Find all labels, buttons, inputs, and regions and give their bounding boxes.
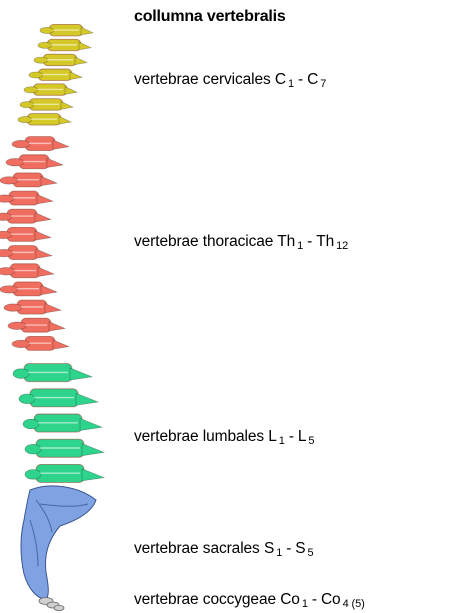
thoracic-vertebra-3	[0, 173, 57, 187]
thoracic-vertebra-12	[12, 336, 69, 350]
lumbar-vertebra-5	[25, 464, 104, 482]
thoracic-vertebra-9	[0, 282, 57, 296]
lumbar-vertebra-4	[25, 439, 104, 457]
lumbar-vertebra-2	[19, 389, 98, 407]
lumbar-vertebra-1	[13, 364, 92, 382]
thoracic-vertebra-2	[6, 155, 63, 169]
cervical-vertebra-4	[29, 69, 82, 80]
spine-illustration	[0, 0, 130, 613]
cervical-vertebra-6	[20, 99, 73, 110]
lumbar-vertebrae	[13, 364, 104, 483]
thoracic-vertebra-10	[4, 300, 61, 314]
thoracic-vertebra-11	[8, 318, 65, 332]
cervical-vertebra-5	[24, 84, 77, 95]
diagram-title: collumna vertebralis	[134, 8, 286, 26]
thoracic-vertebra-7	[0, 246, 52, 260]
sacrum	[21, 486, 96, 600]
thoracic-vertebra-6	[0, 227, 51, 241]
cervical-vertebrae	[18, 24, 93, 125]
thoracic-vertebra-8	[0, 264, 54, 278]
cervical-vertebra-2	[38, 39, 91, 50]
thoracic-vertebrae	[0, 137, 69, 351]
lumbar-vertebra-3	[23, 414, 102, 432]
cervical-vertebra-1	[40, 24, 93, 35]
coccyx	[39, 598, 64, 611]
thoracic-vertebra-4	[0, 191, 53, 205]
cervical-vertebra-3	[34, 54, 87, 65]
thoracic-vertebra-1	[12, 137, 69, 151]
cervical-vertebra-7	[18, 114, 71, 125]
thoracic-vertebra-5	[0, 209, 51, 223]
